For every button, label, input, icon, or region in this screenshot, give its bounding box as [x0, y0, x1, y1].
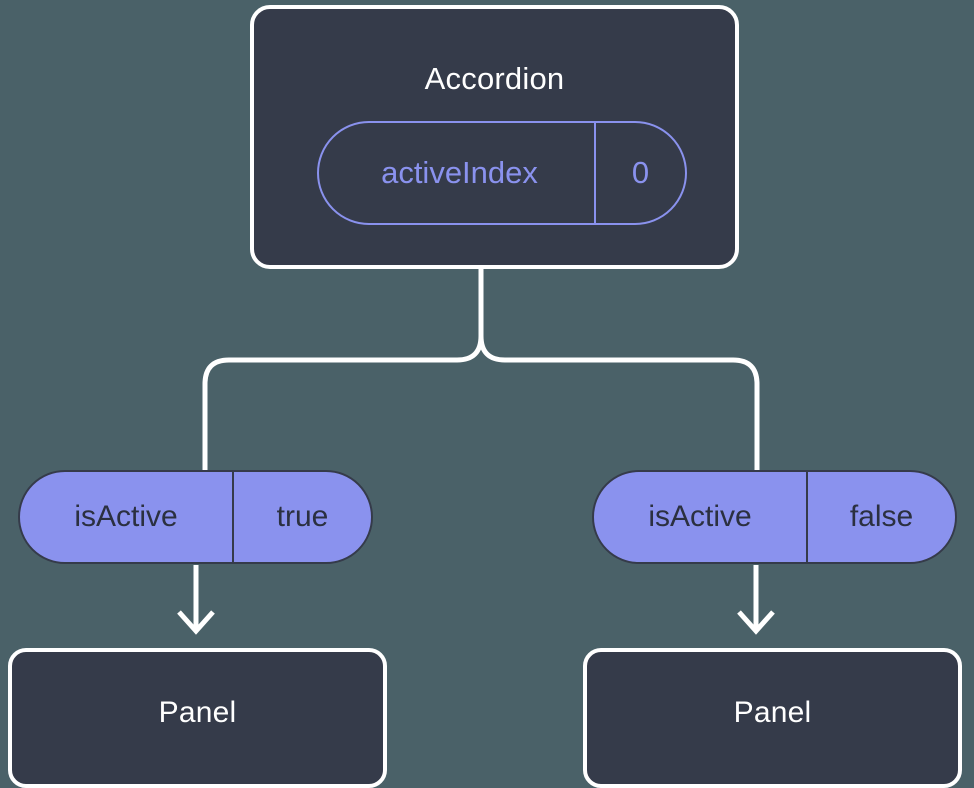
fork-connector-left	[202, 266, 484, 473]
prop-badge-active-index[interactable]: activeIndex 0	[317, 121, 687, 225]
prop-badge-key: activeIndex	[319, 123, 596, 223]
node-panel-left-title: Panel	[158, 696, 237, 729]
prop-badge-is-active-false[interactable]: isActive false	[592, 470, 957, 564]
fork-connector	[478, 266, 760, 473]
prop-badge-is-active-true[interactable]: isActive true	[18, 470, 373, 564]
node-panel-right-title: Panel	[733, 696, 812, 729]
prop-badge-value: false	[849, 500, 914, 533]
prop-badge-value: true	[276, 500, 329, 533]
node-accordion[interactable]: Accordion activeIndex 0	[250, 5, 739, 269]
prop-badge-value: 0	[631, 155, 650, 190]
node-accordion-title: Accordion	[424, 61, 565, 96]
node-panel-left[interactable]: Panel	[8, 648, 387, 788]
prop-badge-key: isActive	[594, 472, 808, 562]
diagram-canvas: Accordion activeIndex 0 isActive true is…	[8, 5, 962, 788]
connector-lines	[177, 266, 775, 635]
arrow-left-head-icon	[177, 610, 215, 635]
arrow-right-head-icon	[737, 610, 775, 635]
prop-badge-key: isActive	[20, 472, 234, 562]
node-panel-right[interactable]: Panel	[583, 648, 962, 788]
